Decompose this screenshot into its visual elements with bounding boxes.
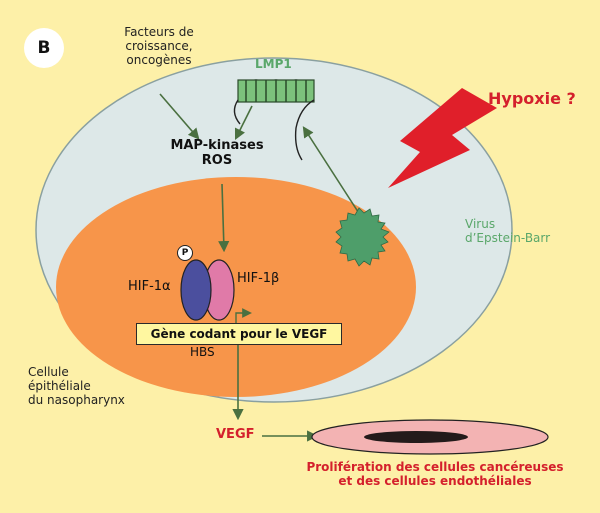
ros-text: ROS <box>201 152 233 168</box>
growth-factors-line-2: croissance, <box>125 38 193 53</box>
arrow-transcription-start <box>235 308 252 323</box>
panel-label: B <box>24 28 64 68</box>
arrow-lmp1-to-mapk <box>234 105 253 141</box>
virus-line-2: d’Epstein-Barr <box>465 230 551 245</box>
virus-label: Virus d’Epstein-Barr <box>465 217 551 246</box>
cell-line-3: du nasopharynx <box>28 392 125 407</box>
map-kinases-text: MAP-kinases <box>170 138 264 153</box>
map-kinases-label: MAP-kinases ROS <box>152 138 282 169</box>
lmp1-label: LMP1 <box>255 57 292 71</box>
proliferation-label: Prolifération des cellules cancéreuses e… <box>290 460 580 489</box>
hypoxia-label: Hypoxie ? <box>488 89 576 108</box>
hypoxia-lightning <box>388 88 497 188</box>
lmp1-protein <box>233 79 315 161</box>
hif1b-label: HIF-1β <box>237 271 280 286</box>
growth-factors-line-3: oncogènes <box>126 52 192 67</box>
nucleus <box>56 177 416 397</box>
proliferation-line-2: et des cellules endothéliales <box>338 473 532 488</box>
arrow-growth-to-mapk <box>159 93 200 140</box>
phosphate-badge: P <box>177 245 193 261</box>
vegf-label: VEGF <box>216 427 255 442</box>
cell-label: Cellule épithéliale du nasopharynx <box>28 365 125 407</box>
hif1a-subunit <box>180 259 212 321</box>
arrow-virus-to-lmp1 <box>302 126 363 219</box>
arrow-mapk-to-hif <box>218 183 230 253</box>
proliferation-line-1: Prolifération des cellules cancéreuses <box>306 460 564 474</box>
growth-factors-label: Facteurs de croissance, oncogènes <box>104 25 214 67</box>
hbs-label: HBS <box>190 345 215 359</box>
virus-particle <box>335 207 390 267</box>
vessel-lumen <box>364 431 468 443</box>
virus-line-1: Virus <box>465 217 496 231</box>
growth-factors-line-1: Facteurs de <box>124 25 194 39</box>
vegf-gene-box: Gène codant pour le VEGF <box>136 323 342 345</box>
cell-line-1: Cellule <box>28 365 69 379</box>
cell-line-2: épithéliale <box>28 378 91 393</box>
hif1a-label: HIF-1α <box>128 279 171 294</box>
